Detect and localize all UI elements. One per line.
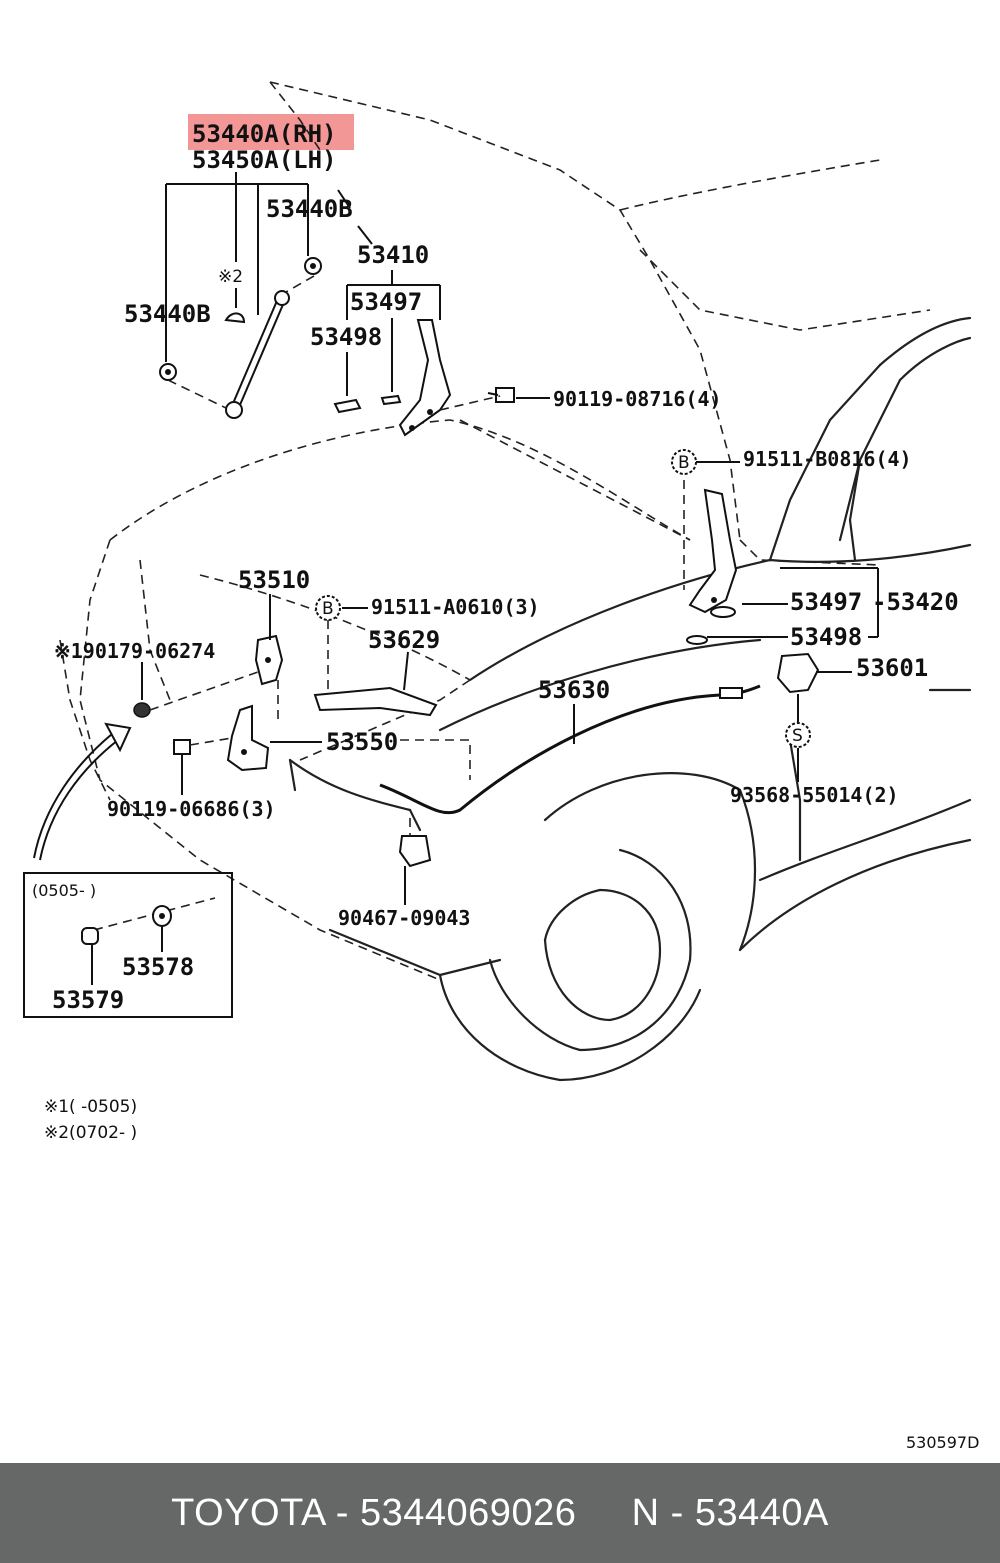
strut-ball-stud-left [159, 363, 177, 381]
vehicle-outline [59, 81, 931, 981]
footer-spacer [576, 1492, 631, 1535]
label-53550: 53550 [326, 728, 398, 756]
hood-lock-release [254, 634, 284, 686]
hood-hinge [398, 319, 452, 437]
label-53579: 53579 [52, 986, 124, 1014]
label-90119-08716: 90119-08716(4) [553, 387, 722, 411]
hinge-shim-1 [333, 398, 362, 414]
label-circle-b-lower: B [322, 599, 334, 619]
strut-clip [224, 312, 246, 324]
parts-diagram: 53440A(RH) 53450A(LH) 53440B 53410 ※2 53… [23, 81, 979, 1452]
hood-cushion [133, 702, 151, 718]
label-53601: 53601 [856, 654, 928, 682]
lock-bolt [173, 739, 191, 755]
inset-box [23, 872, 233, 1018]
label-note2-marker: ※2 [218, 267, 243, 287]
label-93568-55014: 93568-55014(2) [730, 783, 899, 807]
label-91511-a0610: 91511-A0610(3) [371, 595, 540, 619]
label-53450a-lh: 53450A(LH) [192, 146, 337, 174]
circle-b-upper [671, 449, 697, 475]
footer-reference: N - 53440A [631, 1491, 829, 1534]
footnote-1: ※1( -0505) [44, 1097, 137, 1117]
label-53578: 53578 [122, 953, 194, 981]
label-53440b-left: 53440B [124, 300, 211, 328]
label-circle-b-upper: B [678, 453, 690, 473]
hinge-shim-2 [380, 394, 402, 406]
circle-b-lower [315, 595, 341, 621]
label-53630: 53630 [538, 676, 610, 704]
selected-part-highlight [188, 114, 354, 150]
footer-part-number: TOYOTA - 5344069026 [171, 1491, 577, 1534]
label-inset-range: (0505- ) [32, 881, 96, 900]
hinge-shim-right-1 [710, 606, 736, 618]
label-53498-right: 53498 [790, 623, 862, 651]
footnote-2: ※2(0702- ) [44, 1123, 137, 1143]
footnotes: ※1( -0505) ※2(0702- ) [44, 1097, 137, 1143]
circle-s [785, 722, 811, 748]
label-53510: 53510 [238, 566, 310, 594]
label-53629: 53629 [368, 626, 440, 654]
label-53440b-top: 53440B [266, 195, 353, 223]
hood-lock-control-lever [776, 652, 820, 694]
hinge-bolt-top [487, 387, 515, 403]
label-53410: 53410 [357, 241, 429, 269]
hood-support-strut [225, 290, 290, 419]
hood-lock-support [313, 686, 438, 717]
diagram-code: 530597D [906, 1433, 979, 1452]
hood-lock-assembly [226, 704, 270, 772]
hood-hinge-body-side [688, 488, 738, 614]
label-53420: -53420 [872, 588, 959, 616]
label-53497-top: 53497 [350, 288, 422, 316]
label-circle-s: S [792, 726, 803, 746]
label-90467-09043: 90467-09043 [338, 906, 470, 930]
label-90179-06274: ※190179-06274 [54, 639, 215, 663]
label-53498-top: 53498 [310, 323, 382, 351]
cable-clamp [398, 835, 432, 868]
part-labels: 53440A(RH) 53450A(LH) 53440B 53410 ※2 53… [32, 120, 959, 1014]
hinge-shim-right-2 [686, 635, 708, 645]
footer-bar: TOYOTA - 5344069026 N - 53440A [0, 1463, 1000, 1563]
label-53497-right: 53497 [790, 588, 862, 616]
vehicle-body-solid [288, 316, 972, 1082]
strut-ball-stud-top [304, 257, 322, 275]
label-90119-06686: 90119-06686(3) [107, 797, 276, 821]
label-53440a-rh: 53440A(RH) [192, 120, 337, 148]
hood-lock-control-cable [379, 684, 761, 815]
leader-lines [33, 172, 879, 905]
label-91511-b0816: 91511-B0816(4) [743, 447, 912, 471]
